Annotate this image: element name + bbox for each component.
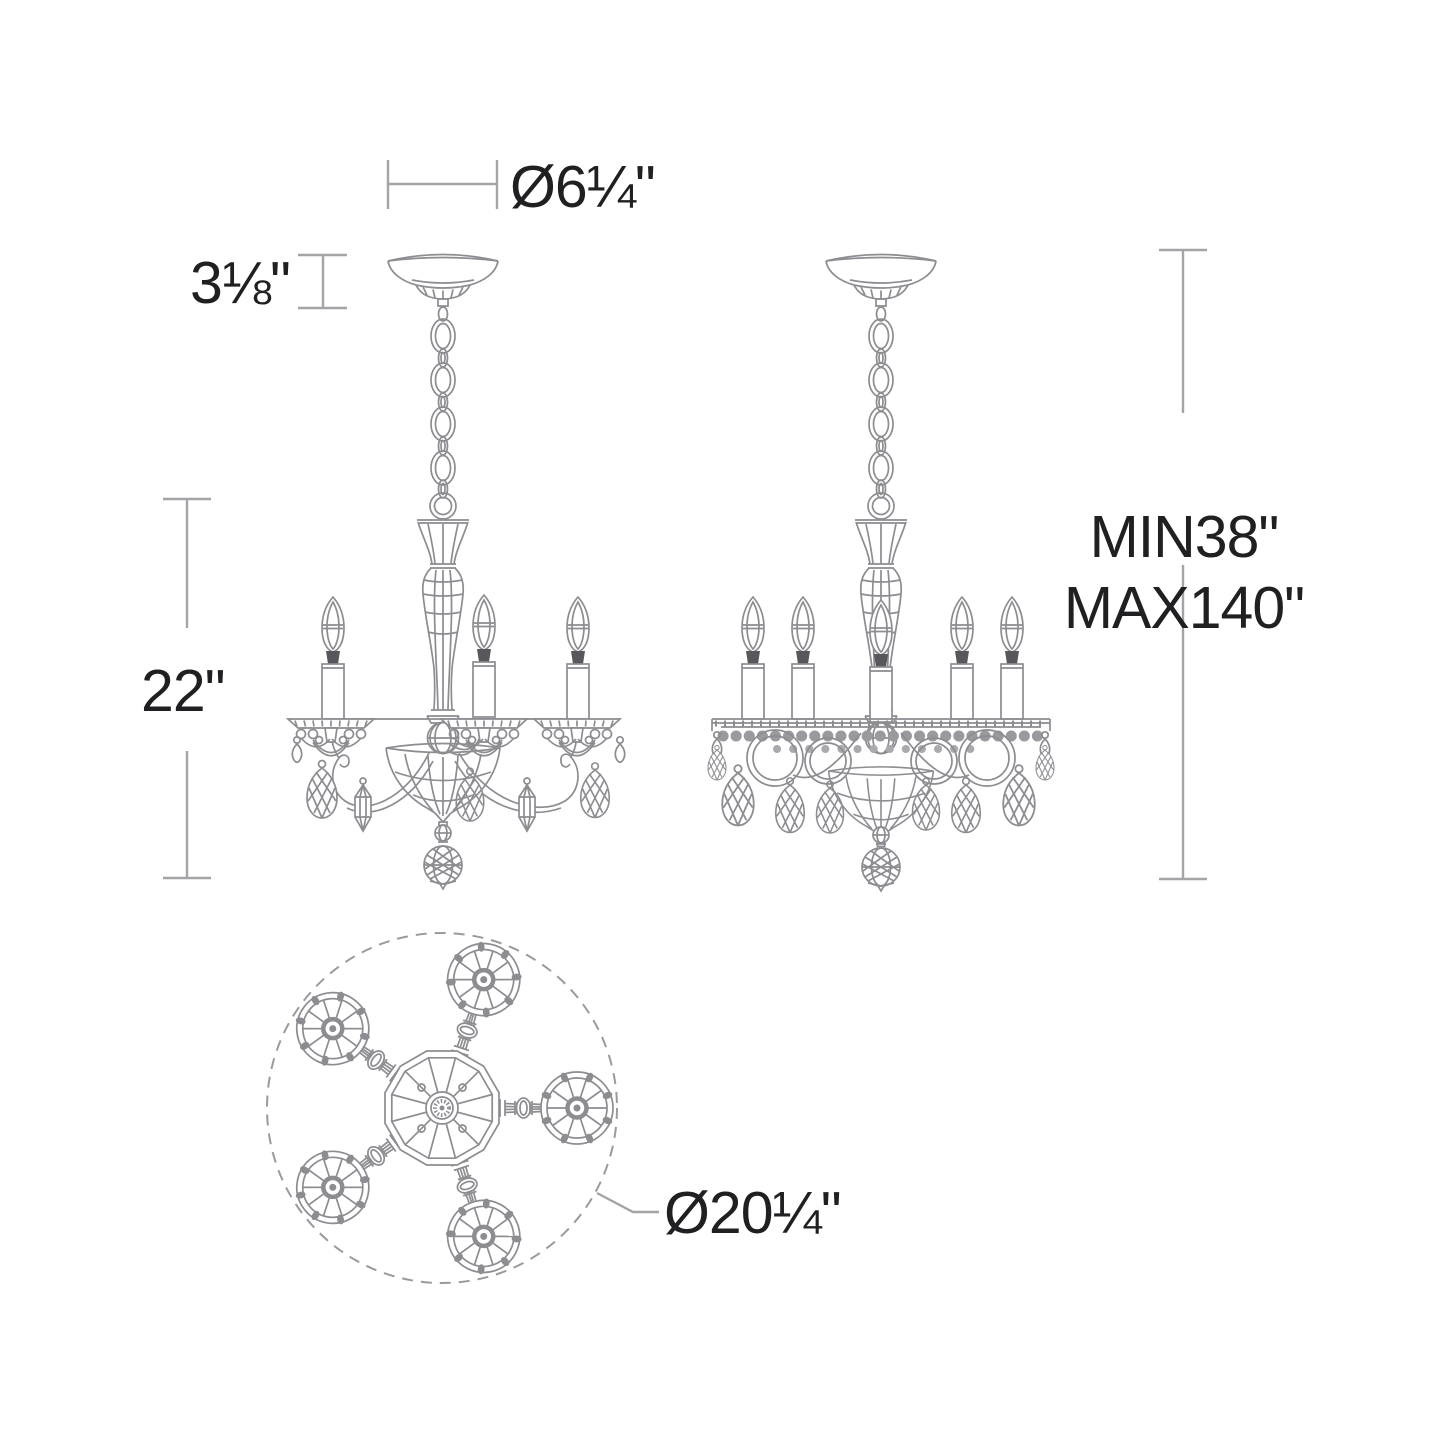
suspension-min-label: MIN38" <box>1089 504 1280 570</box>
chain-drawing <box>867 306 895 520</box>
suspension-height-dimension <box>1159 248 1207 881</box>
diameter-dashed-circle <box>266 932 618 1284</box>
diameter-leader-line <box>596 1191 659 1214</box>
chandelier-top-plan <box>266 932 618 1284</box>
ball-finial-drawing <box>423 824 463 890</box>
suspension-max-label: MAX140" <box>1063 575 1305 641</box>
top-hub <box>384 1050 500 1166</box>
fixture-diameter-label: Ø20¼" <box>664 1180 842 1246</box>
canopy-diameter-dimension <box>386 160 499 209</box>
canopy-diameter-label: Ø6¼" <box>510 154 656 220</box>
chandelier-front-elevation <box>287 253 626 890</box>
chandelier-side-elevation <box>707 253 1055 892</box>
candles <box>741 596 1024 723</box>
arm-plate <box>711 718 1051 731</box>
chain-drawing <box>429 306 457 520</box>
ball-finial-drawing <box>861 826 901 892</box>
dimension-lines <box>163 160 1207 1214</box>
canopy-drawing <box>387 253 499 307</box>
body-height-dimension <box>163 497 211 880</box>
suspension-range-label: MIN38" MAX140" <box>1034 502 1334 644</box>
canopy-height-dimension <box>298 253 347 310</box>
canopy-height-label: 3⅛" <box>190 250 291 316</box>
scroll-rings <box>746 729 1016 787</box>
canopy-drawing <box>825 253 937 307</box>
body-height-label: 22" <box>141 658 226 724</box>
